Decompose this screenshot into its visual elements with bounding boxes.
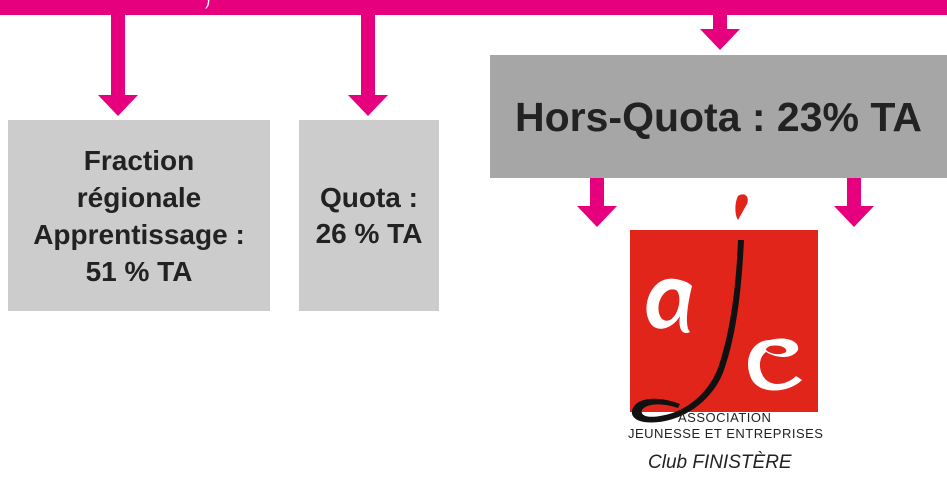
fraction-line-2: régionale <box>76 181 202 213</box>
logo-association-text: ASSOCIATION <box>678 410 772 425</box>
header-partial-text: ) <box>205 0 211 9</box>
hors-quota-box: Hors-Quota : 23% TA <box>490 55 947 178</box>
fraction-line-4: 51 % TA <box>85 255 193 287</box>
logo-club-text: Club FINISTÈRE <box>648 452 792 473</box>
aje-logo: ASSOCIATION JEUNESSE ET ENTREPRISES Club… <box>620 190 830 477</box>
logo-jeunesse-text: JEUNESSE ET ENTREPRISES <box>628 426 824 441</box>
fraction-regionale-box: Fraction régionale Apprentissage : 51 % … <box>8 120 270 311</box>
quota-box: Quota : 26 % TA <box>299 120 439 311</box>
quota-line-2: 26 % TA <box>315 217 423 249</box>
fraction-line-3: Apprentissage : <box>33 218 245 250</box>
quota-line-1: Quota : <box>319 181 418 213</box>
top-connector-bar: ) <box>0 0 947 15</box>
fraction-line-1: Fraction <box>83 144 195 176</box>
logo-aje-letters-icon <box>631 194 802 423</box>
hors-quota-label: Hors-Quota : 23% TA <box>515 93 922 140</box>
